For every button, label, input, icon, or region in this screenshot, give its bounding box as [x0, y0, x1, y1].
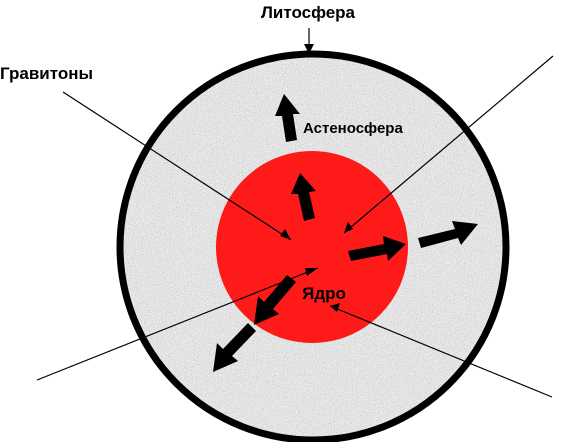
lithosphere-shell	[116, 50, 510, 442]
core-label: Ядро	[302, 284, 346, 303]
core-circle	[216, 151, 408, 343]
arrowhead-bottom-right	[330, 303, 340, 312]
force-arrows	[213, 94, 478, 372]
arrow-right-outer	[418, 221, 478, 248]
arrowhead-bottom-left	[305, 268, 318, 276]
arrowhead-lithosphere	[304, 44, 314, 54]
graviton-line-bottom-right	[329, 305, 553, 398]
arrow-up-core	[291, 173, 316, 221]
graviton-line-top-right	[343, 55, 554, 234]
graviton-line-top-left	[62, 91, 292, 241]
arrow-down-left-outer	[213, 323, 256, 372]
graviton-arrowheads	[280, 44, 353, 312]
graviton-lines	[36, 28, 554, 398]
arrow-up-asthenosphere	[275, 94, 300, 142]
graviton-line-bottom-left	[36, 267, 319, 381]
gravitons-label: Гравитоны	[0, 64, 93, 83]
arrow-right-core	[348, 236, 406, 261]
arrow-down-left-core	[254, 275, 296, 325]
lithosphere-label: Литосфера	[261, 3, 356, 22]
arrowhead-top-left	[280, 229, 291, 240]
arrowhead-top-right	[344, 222, 353, 233]
asthenosphere-label: Астеносфера	[303, 120, 403, 137]
